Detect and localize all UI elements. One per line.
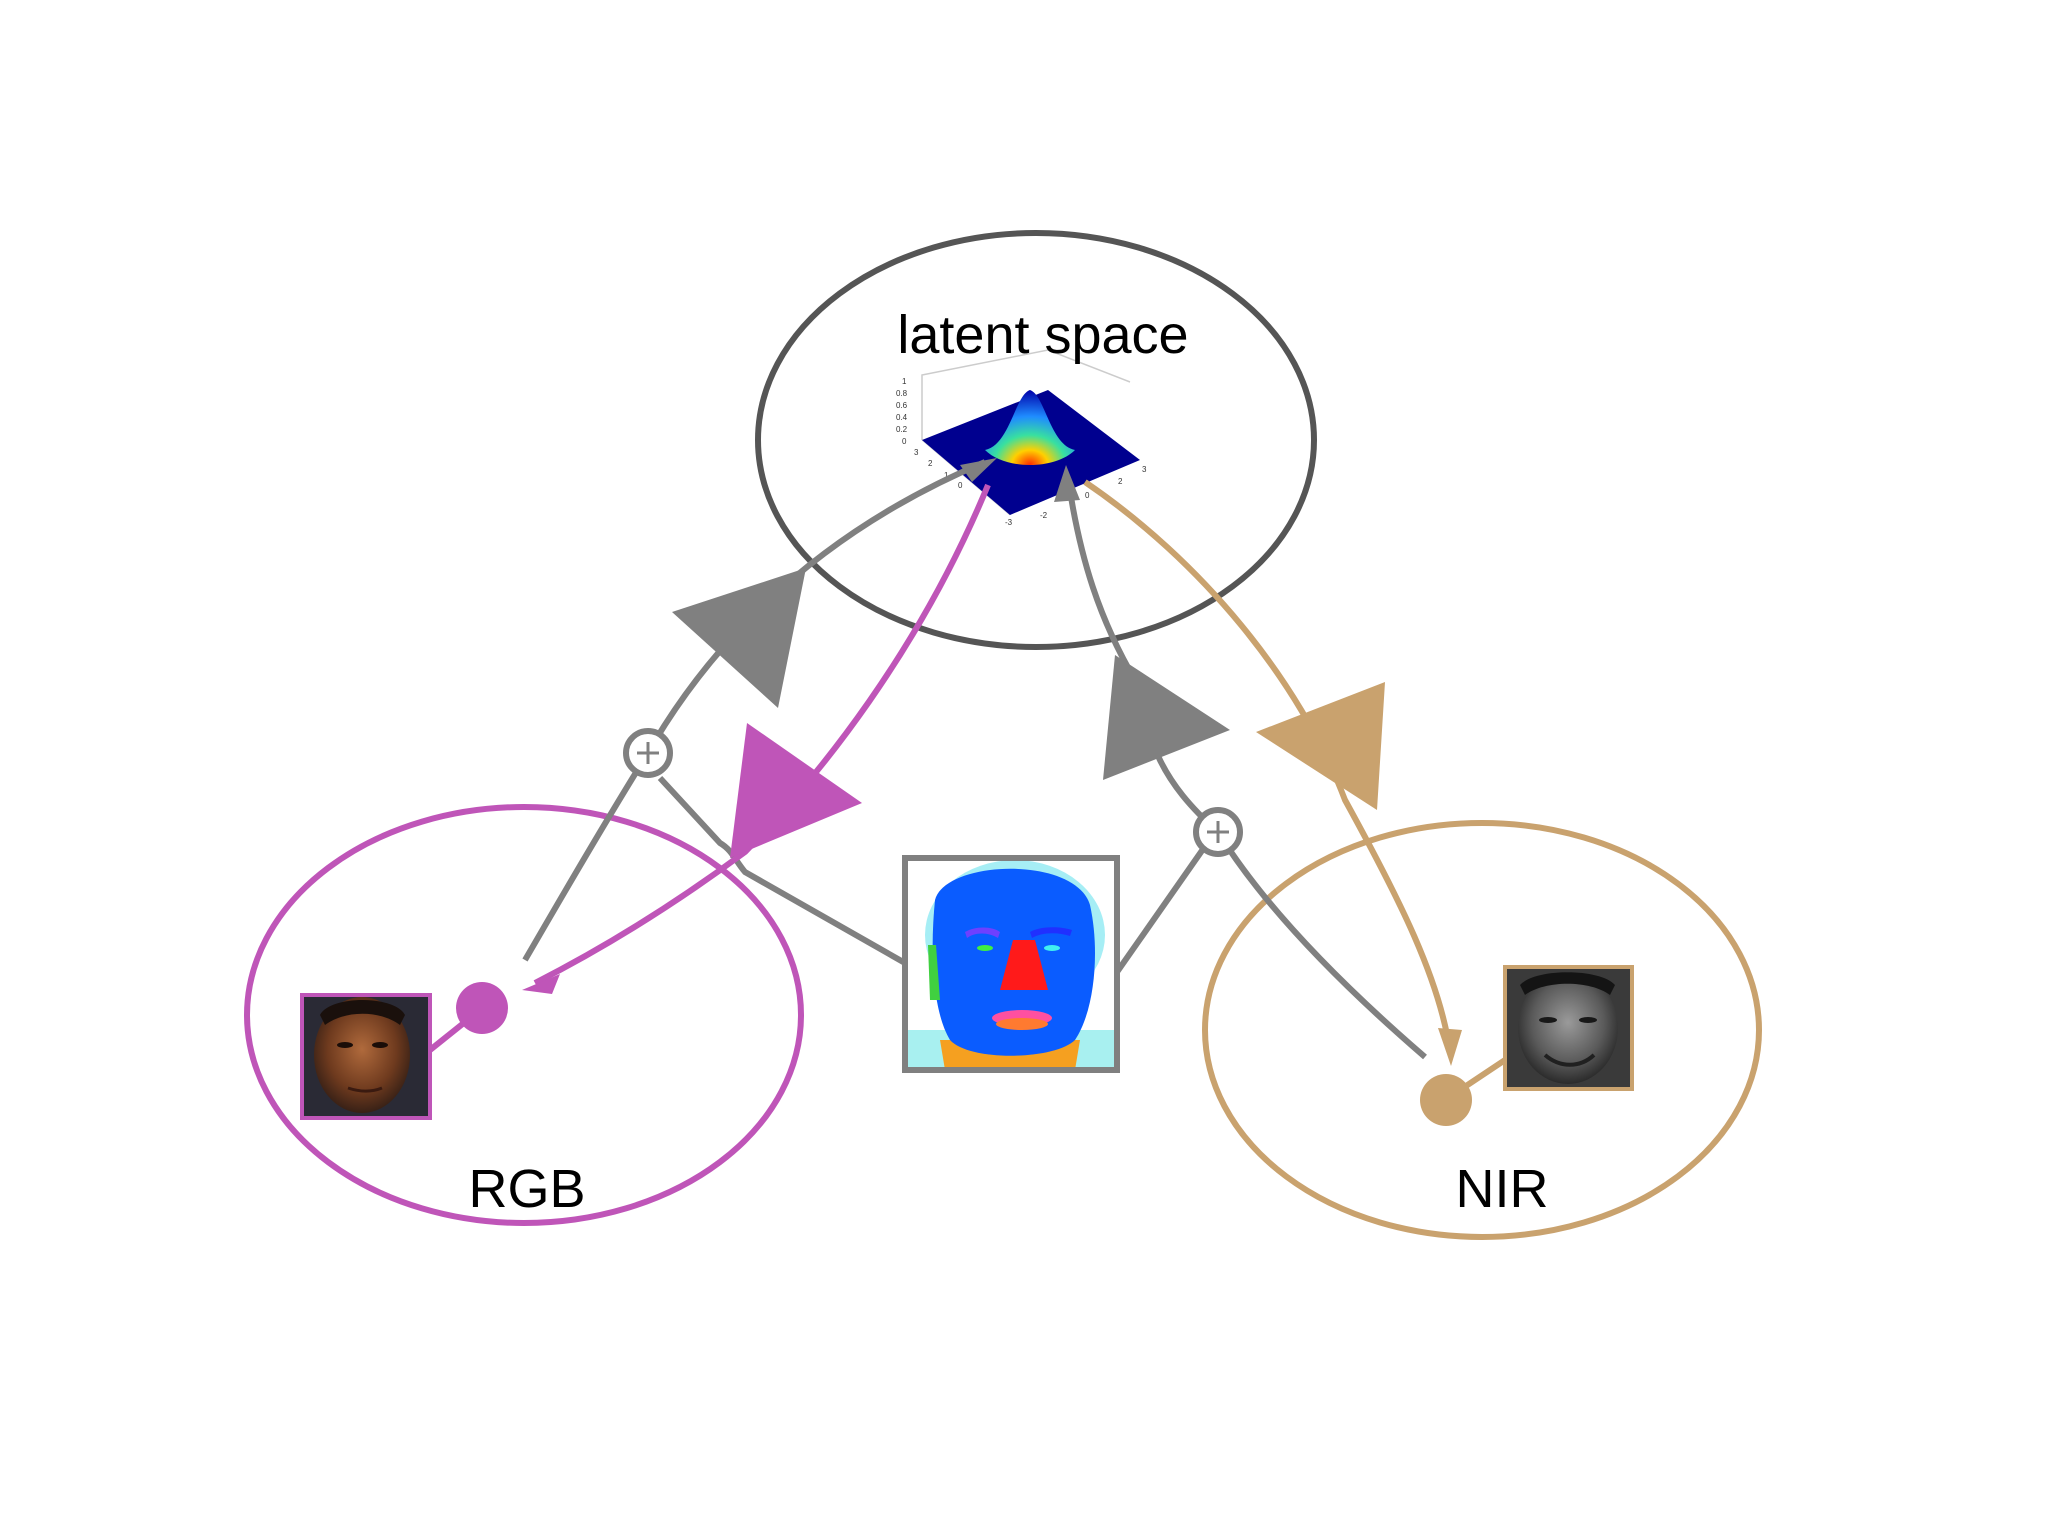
rgb-label: RGB bbox=[468, 1159, 585, 1219]
nir-decoder-path bbox=[1083, 479, 1453, 1053]
plot-tick-x-2: -2 bbox=[1040, 511, 1048, 520]
nir-sample-point bbox=[1420, 1074, 1472, 1126]
rgb-domain-ellipse bbox=[244, 804, 804, 1226]
nir-decoder-block bbox=[1256, 682, 1385, 810]
rgb-encoder-arrowhead bbox=[960, 458, 997, 482]
plot-tick-x3: 3 bbox=[1142, 465, 1147, 474]
plot-tick-y0: 0 bbox=[958, 481, 963, 490]
nir-parsing-connector bbox=[1114, 830, 1218, 974]
plot-tick-x0: 0 bbox=[1085, 491, 1090, 500]
plot-tick-y3: 3 bbox=[914, 448, 919, 457]
plot-tick-z04: 0.4 bbox=[896, 413, 908, 422]
plus-icon bbox=[637, 742, 659, 764]
plot-tick-z06: 0.6 bbox=[896, 401, 908, 410]
plot-tick-y2: 2 bbox=[928, 459, 933, 468]
plot-tick-x2: 2 bbox=[1118, 477, 1123, 486]
face-parsing-map bbox=[902, 855, 1120, 1073]
plot-tick-z1: 1 bbox=[902, 377, 907, 386]
plot-tick-z0: 0 bbox=[902, 437, 907, 446]
rgb-decoder-block bbox=[730, 723, 862, 858]
nir-domain-ellipse bbox=[1202, 820, 1762, 1240]
rgb-decoder-arrowhead bbox=[522, 974, 560, 994]
nir-encoder-arrowhead bbox=[1054, 465, 1080, 502]
face-photo-rgb bbox=[300, 993, 432, 1120]
nir-encoder-path bbox=[1065, 477, 1427, 1060]
rgb-encoder-block bbox=[672, 568, 806, 708]
nir-encoder-block bbox=[1103, 655, 1230, 780]
plot-tick-x-3: -3 bbox=[1005, 518, 1013, 527]
gaussian-surface-plot: 1 0.8 0.6 0.4 0.2 0 -3 -2 0 2 3 3 2 1 0 bbox=[896, 349, 1147, 527]
plot-tick-z08: 0.8 bbox=[896, 389, 908, 398]
nir-label: NIR bbox=[1456, 1159, 1549, 1219]
plus-icon bbox=[1207, 821, 1229, 843]
plot-tick-z02: 0.2 bbox=[896, 425, 908, 434]
nir-decoder-arrowhead bbox=[1438, 1028, 1462, 1066]
rgb-encoder-path bbox=[522, 459, 987, 962]
latent-space-label: latent space bbox=[897, 305, 1188, 365]
nir-fusion-node bbox=[1193, 807, 1243, 857]
latent-space-ellipse bbox=[755, 230, 1317, 650]
face-photo-nir bbox=[1503, 965, 1634, 1091]
rgb-sample-point bbox=[456, 982, 508, 1034]
rgb-fusion-node bbox=[623, 728, 673, 778]
plot-tick-y1: 1 bbox=[944, 471, 949, 480]
